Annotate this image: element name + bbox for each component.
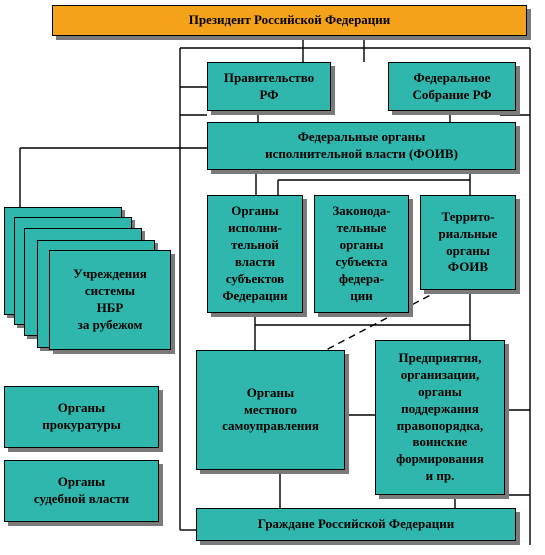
exec-subjects-box: Органы исполни- тельной власти субъектов… bbox=[207, 195, 303, 313]
territorial-foiv-box: Террито- риальные органы ФОИВ bbox=[420, 195, 516, 290]
legislative-subjects-box: Законода- тельные органы субъекта федера… bbox=[314, 195, 409, 313]
local-gov-box: Органы местного самоуправления bbox=[196, 350, 345, 470]
president-box: Президент Российской Федерации bbox=[52, 5, 527, 36]
federal-assembly-box: Федеральное Собрание РФ bbox=[388, 62, 516, 111]
foiv-box: Федеральные органы исполнительной власти… bbox=[207, 122, 516, 170]
abroad-box: Учреждения системы НБР за рубежом bbox=[49, 250, 171, 350]
judicial-box: Органы судебной власти bbox=[4, 460, 159, 522]
government-box: Правительство РФ bbox=[207, 62, 331, 111]
citizens-box: Граждане Российской Федерации bbox=[196, 508, 516, 541]
prosecutor-box: Органы прокуратуры bbox=[4, 386, 159, 448]
enterprises-box: Предприятия, организации, органы поддерж… bbox=[375, 340, 505, 495]
